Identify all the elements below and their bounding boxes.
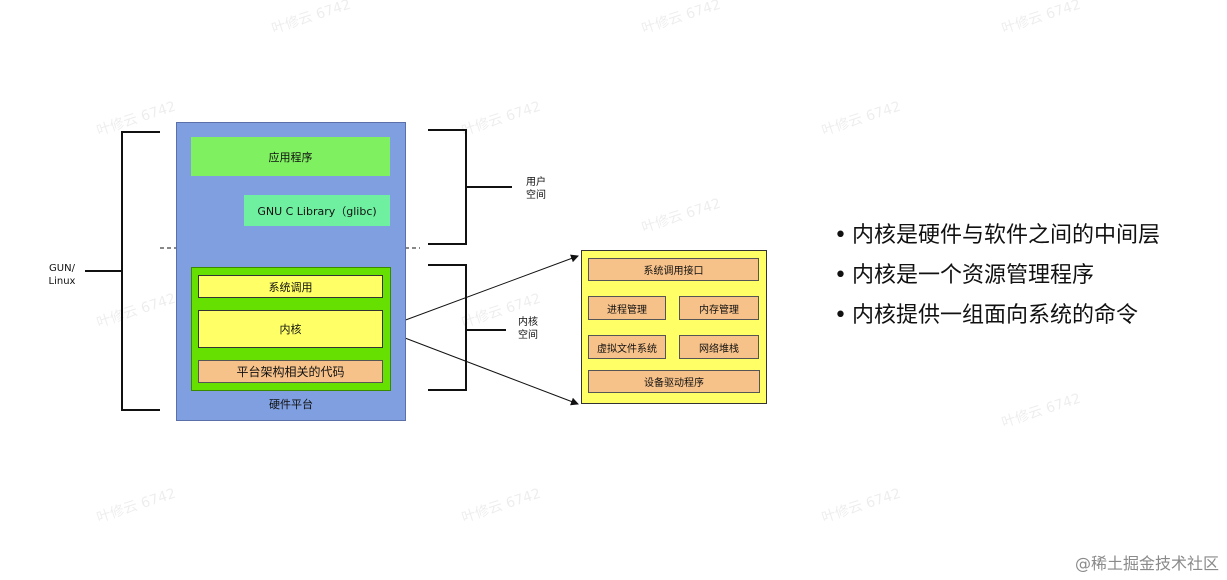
network-stack-box: 网络堆栈 (679, 335, 759, 359)
vfs-box: 虚拟文件系统 (588, 335, 666, 359)
glibc-label: GNU C Library（glibc) (257, 204, 377, 218)
gnu-linux-label: GUN/ Linux (48, 263, 76, 287)
bullet-item: 内核提供一组面向系统的命令 (834, 296, 1160, 336)
kernel-space-bracket (428, 264, 467, 391)
syscall-interface-label: 系统调用接口 (643, 266, 704, 277)
memory-mgmt-box: 内存管理 (679, 296, 759, 320)
bullet-item: 内核是硬件与软件之间的中间层 (834, 216, 1160, 256)
device-drivers-box: 设备驱动程序 (588, 370, 760, 393)
kernel-space-label: 内核 空间 (518, 317, 538, 341)
user-space-bracket (428, 129, 467, 245)
left-bracket (121, 131, 160, 411)
network-stack-label: 网络堆栈 (699, 343, 739, 355)
arrow-to-detail-bottom (383, 329, 579, 406)
bullet-list: 内核是硬件与软件之间的中间层 内核是一个资源管理程序 内核提供一组面向系统的命令 (834, 216, 1160, 336)
application-box: 应用程序 (191, 137, 390, 176)
process-mgmt-box: 进程管理 (588, 296, 666, 320)
glibc-box: GNU C Library（glibc) (244, 195, 390, 226)
application-label: 应用程序 (268, 150, 313, 164)
arch-code-box: 平台架构相关的代码 (198, 360, 383, 383)
device-drivers-label: 设备驱动程序 (644, 378, 704, 389)
syscall-label: 系统调用 (268, 280, 313, 294)
vfs-label: 虚拟文件系统 (597, 343, 657, 355)
arch-code-label: 平台架构相关的代码 (236, 365, 345, 379)
footer-watermark: @稀土掘金技术社区 (1074, 554, 1219, 573)
arrow-to-detail-top (383, 254, 579, 329)
kernel-box: 内核 (198, 310, 383, 348)
syscall-interface-box: 系统调用接口 (588, 258, 759, 281)
memory-mgmt-label: 内存管理 (699, 304, 739, 316)
syscall-box: 系统调用 (198, 275, 383, 298)
bullet-item: 内核是一个资源管理程序 (834, 256, 1160, 296)
process-mgmt-label: 进程管理 (607, 304, 647, 316)
hardware-platform-label: 硬件平台 (269, 398, 313, 411)
kernel-label: 内核 (279, 323, 302, 336)
user-space-label: 用户 空间 (526, 177, 546, 201)
